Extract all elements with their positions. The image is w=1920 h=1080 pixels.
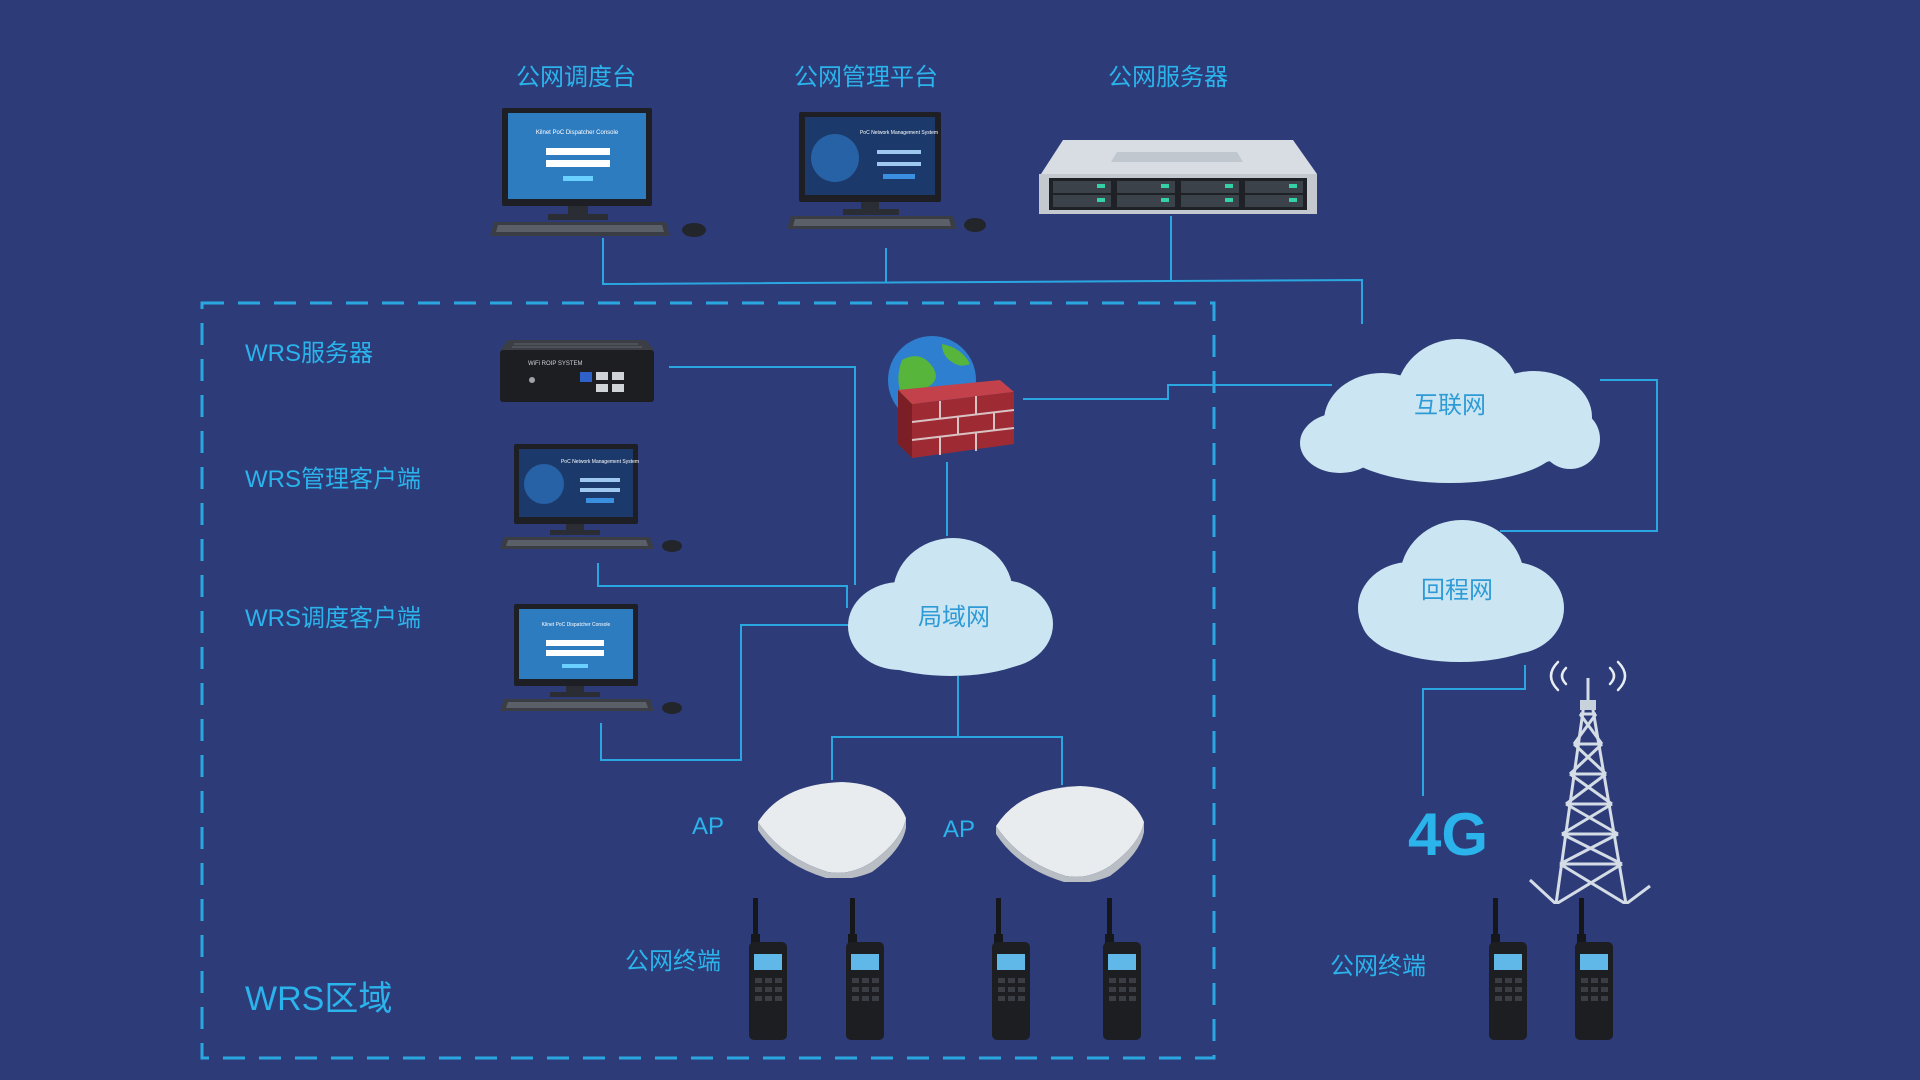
wrs-mgmt-pc-icon: PoC Network Management System [500, 444, 682, 552]
wrs-zone-border [200, 301, 1216, 1060]
svg-text:PoC Network Management System: PoC Network Management System [860, 130, 938, 136]
wrs-terminal-radio-4-icon [1103, 898, 1141, 1040]
public-server-label: 公网服务器 [1108, 64, 1228, 91]
backhaul-cloud-icon [1358, 520, 1564, 662]
radio-tower-icon [1528, 660, 1651, 904]
svg-text:WiFi ROIP SYSTEM: WiFi ROIP SYSTEM [528, 361, 583, 367]
backhaul-cloud-label: 回程网 [1421, 577, 1493, 604]
lan-cloud-label: 局域网 [918, 604, 990, 631]
wire-firewall-internet [1023, 384, 1332, 400]
public-server-icon [1039, 140, 1317, 214]
internet-cloud-icon [1300, 339, 1600, 483]
wire-dispatch-bus [602, 238, 1363, 324]
public-terminal-radio-2-icon [1575, 898, 1613, 1040]
wrs-zone-label: WRS区域 [245, 980, 393, 1018]
public-mgmt-label: 公网管理平台 [794, 64, 938, 91]
wire-backhaul-4g [1422, 665, 1526, 796]
public-mgmt-pc-icon: PoC Network Management System [787, 112, 986, 232]
wire-internet-backhaul [1500, 379, 1658, 532]
wrs-terminal-radio-3-icon [992, 898, 1030, 1040]
svg-text:PoC Network Management System: PoC Network Management System [561, 459, 639, 465]
wrs-mgmt-client-label: WRS管理客户端 [245, 466, 421, 493]
wrs-terminal-radio-1-icon [749, 898, 787, 1040]
wire-lan-ap2 [958, 736, 1063, 785]
public-terminal-label: 公网终端 [1330, 953, 1426, 980]
wrs-server-label: WRS服务器 [245, 340, 373, 367]
access-point-1-icon [758, 782, 906, 878]
ap-1-label: AP [692, 813, 725, 840]
wrs-terminal-label: 公网终端 [625, 948, 721, 975]
internet-cloud-label: 互联网 [1414, 392, 1486, 419]
wrs-dispatch-pc-icon: Kilnet PoC Dispatcher Console [500, 604, 682, 714]
wrs-dispatch-client-label: WRS调度客户端 [245, 605, 421, 632]
ap-2-label: AP [943, 816, 976, 843]
wrs-terminal-radio-2-icon [846, 898, 884, 1040]
public-terminal-radio-1-icon [1489, 898, 1527, 1040]
svg-text:Kilnet PoC Dispatcher Console: Kilnet PoC Dispatcher Console [542, 622, 611, 628]
wire-wrsmgmt-lan [597, 563, 848, 608]
wire-wrsserver-lan [669, 366, 856, 585]
lan-cloud-icon [848, 538, 1053, 676]
access-point-2-icon [996, 786, 1144, 882]
4g-label: 4G [1408, 801, 1489, 868]
wire-lan-ap [831, 676, 959, 780]
firewall-globe-icon [888, 336, 1015, 458]
wrs-server-icon: WiFi ROIP SYSTEM [500, 340, 654, 402]
wire-wrsdispatch-lan [600, 624, 849, 761]
svg-text:Kilnet PoC Dispatcher Console: Kilnet PoC Dispatcher Console [536, 130, 619, 136]
public-dispatch-pc-icon: Kilnet PoC Dispatcher Console [490, 108, 706, 237]
public-dispatch-label: 公网调度台 [516, 64, 636, 91]
